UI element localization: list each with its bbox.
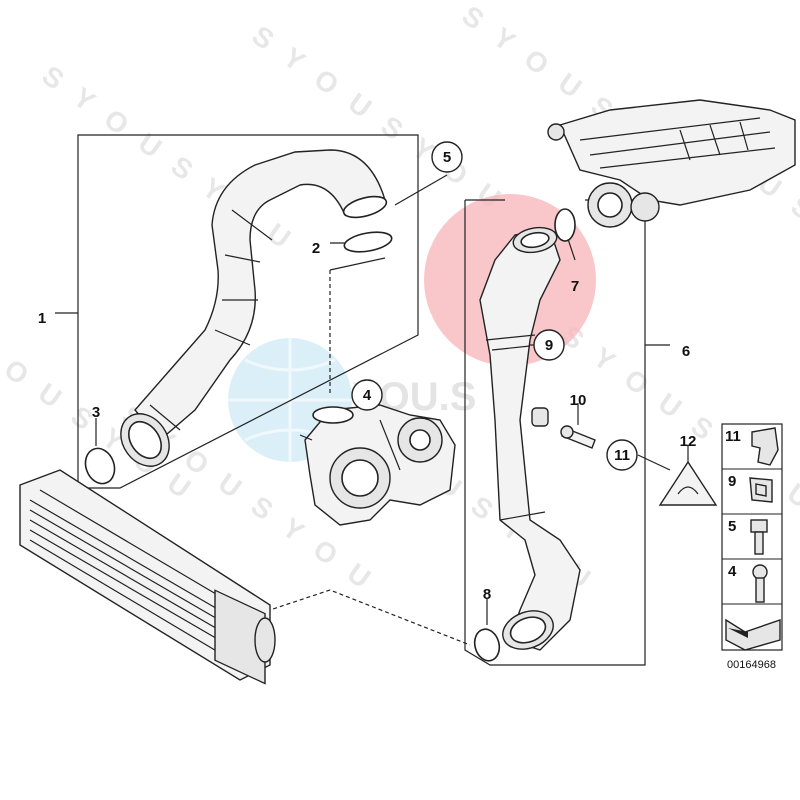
gasket-7: [554, 208, 576, 242]
callout-1: 1: [38, 310, 46, 327]
intercooler: [19, 469, 276, 685]
callout-circle-9: [533, 329, 565, 361]
o-ring-8: [473, 628, 501, 662]
callout-circle-5: [431, 141, 463, 173]
callout-3: 3: [92, 404, 100, 421]
callout-12: 12: [680, 433, 697, 450]
callout-4: 4: [363, 387, 372, 404]
callout-2: 2: [312, 240, 320, 257]
group-frame-1: [77, 134, 419, 489]
engine-manifold: [547, 99, 796, 228]
sensor-10: [560, 425, 596, 449]
legend-panel: 11 9 5 4 00164968: [721, 423, 783, 671]
socket-bolt-icon: [752, 564, 768, 603]
callout-6: 6: [682, 343, 690, 360]
legend-label-2: 9: [728, 473, 736, 490]
callout-10: 10: [570, 392, 587, 409]
callout-circle-11: [606, 439, 638, 471]
nut-clip-icon: [749, 477, 773, 503]
callout-5: 5: [443, 149, 451, 166]
callout-9: 9: [545, 337, 553, 354]
callout-7: 7: [571, 278, 579, 295]
o-ring-3: [84, 447, 116, 485]
grommet: [531, 407, 549, 427]
gasket-2: [343, 231, 393, 253]
charge-pipe-upper: [120, 149, 388, 467]
hex-bolt-icon: [750, 519, 768, 555]
callout-circle-4: [351, 379, 383, 411]
clip-icon: [751, 427, 779, 466]
turbocharger: [299, 404, 456, 526]
legend-label-1: 11: [725, 428, 741, 445]
callout-8: 8: [483, 586, 491, 603]
charge-pipe-lower: [479, 226, 581, 651]
legend-label-3: 5: [728, 518, 736, 535]
watermark-line-1: S Y O U S Y O U: [37, 60, 301, 258]
warning-label-icon: [658, 460, 718, 506]
part-number: 00164968: [727, 659, 776, 671]
legend-label-4: 4: [728, 563, 737, 580]
callout-11: 11: [614, 447, 630, 464]
